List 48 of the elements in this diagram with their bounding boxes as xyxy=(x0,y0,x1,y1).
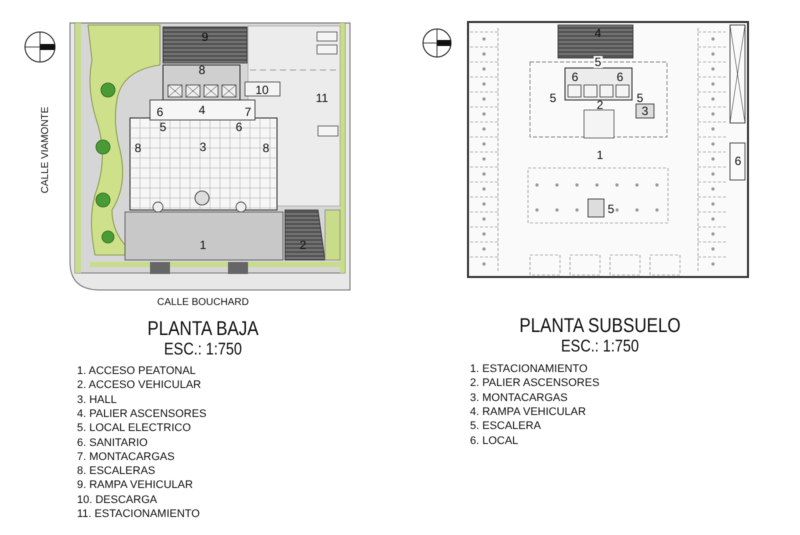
key-item: 9. RAMPA VEHICULAR xyxy=(77,480,193,492)
key-item: 6. SANITARIO xyxy=(77,438,148,448)
key-item: 2. PALIER ASCENSORES xyxy=(470,378,600,390)
callout-number: 6 xyxy=(616,71,624,83)
key-item: 1. ESTACIONAMIENTO xyxy=(470,364,588,375)
callout-number: 1 xyxy=(200,239,206,251)
callout-number: 2 xyxy=(596,99,604,111)
callout-number: 5 xyxy=(636,92,644,104)
key-item: 1. ACCESO PEATONAL xyxy=(77,366,196,377)
callout-number: 8 xyxy=(134,142,142,154)
key-item: 3. HALL xyxy=(77,394,117,406)
street-name: CALLE VIAMONTE xyxy=(41,106,51,194)
callout-number: 4 xyxy=(198,104,206,116)
callout-number: 5 xyxy=(606,203,616,215)
callout-number: 7 xyxy=(244,106,252,118)
key-item: 7. MONTACARGAS xyxy=(77,452,175,463)
callout-number: 8 xyxy=(262,142,270,154)
callout-number: 1 xyxy=(596,149,604,161)
callout-number: 10 xyxy=(255,84,269,96)
street-name: CALLE BOUCHARD xyxy=(157,298,249,308)
key-item: 4. RAMPA VEHICULAR xyxy=(470,406,586,418)
callout-number: 6 xyxy=(156,106,164,118)
callout-number: 8 xyxy=(198,64,206,76)
scale-note: ESC.: 1:750 xyxy=(561,338,639,354)
callout-number: 6 xyxy=(734,155,742,167)
callout-number: 11 xyxy=(316,92,328,104)
plan-title: PLANTA SUBSUELO xyxy=(519,316,681,336)
callout-number: 5 xyxy=(594,56,602,68)
key-item: 2. ACCESO VEHICULAR xyxy=(77,380,202,392)
callout-number: 6 xyxy=(572,71,578,83)
key-item: 8. ESCALERAS xyxy=(77,466,156,478)
key-item: 11. ESTACIONAMIENTO xyxy=(77,509,200,520)
callout-number: 3 xyxy=(200,141,206,153)
key-item: 6. LOCAL xyxy=(470,436,518,446)
key-item: 5. LOCAL ELECTRICO xyxy=(77,423,191,434)
key-item: 3. MONTACARGAS xyxy=(470,392,568,404)
key-item: 4. PALIER ASCENSORES xyxy=(77,408,206,420)
callout-number: 4 xyxy=(594,27,602,39)
callout-number: 5 xyxy=(160,121,166,133)
scale-note: ESC.: 1:750 xyxy=(164,340,242,358)
callout-number: 5 xyxy=(550,92,556,104)
callout-number: 3 xyxy=(642,105,648,117)
callout-number: 6 xyxy=(236,121,242,133)
plan-title: PLANTA BAJA xyxy=(147,319,259,339)
callout-number: 9 xyxy=(202,31,208,43)
callout-number: 2 xyxy=(300,239,306,251)
key-item: 5. ESCALERA xyxy=(470,421,541,432)
key-item: 10. DESCARGA xyxy=(77,494,158,506)
